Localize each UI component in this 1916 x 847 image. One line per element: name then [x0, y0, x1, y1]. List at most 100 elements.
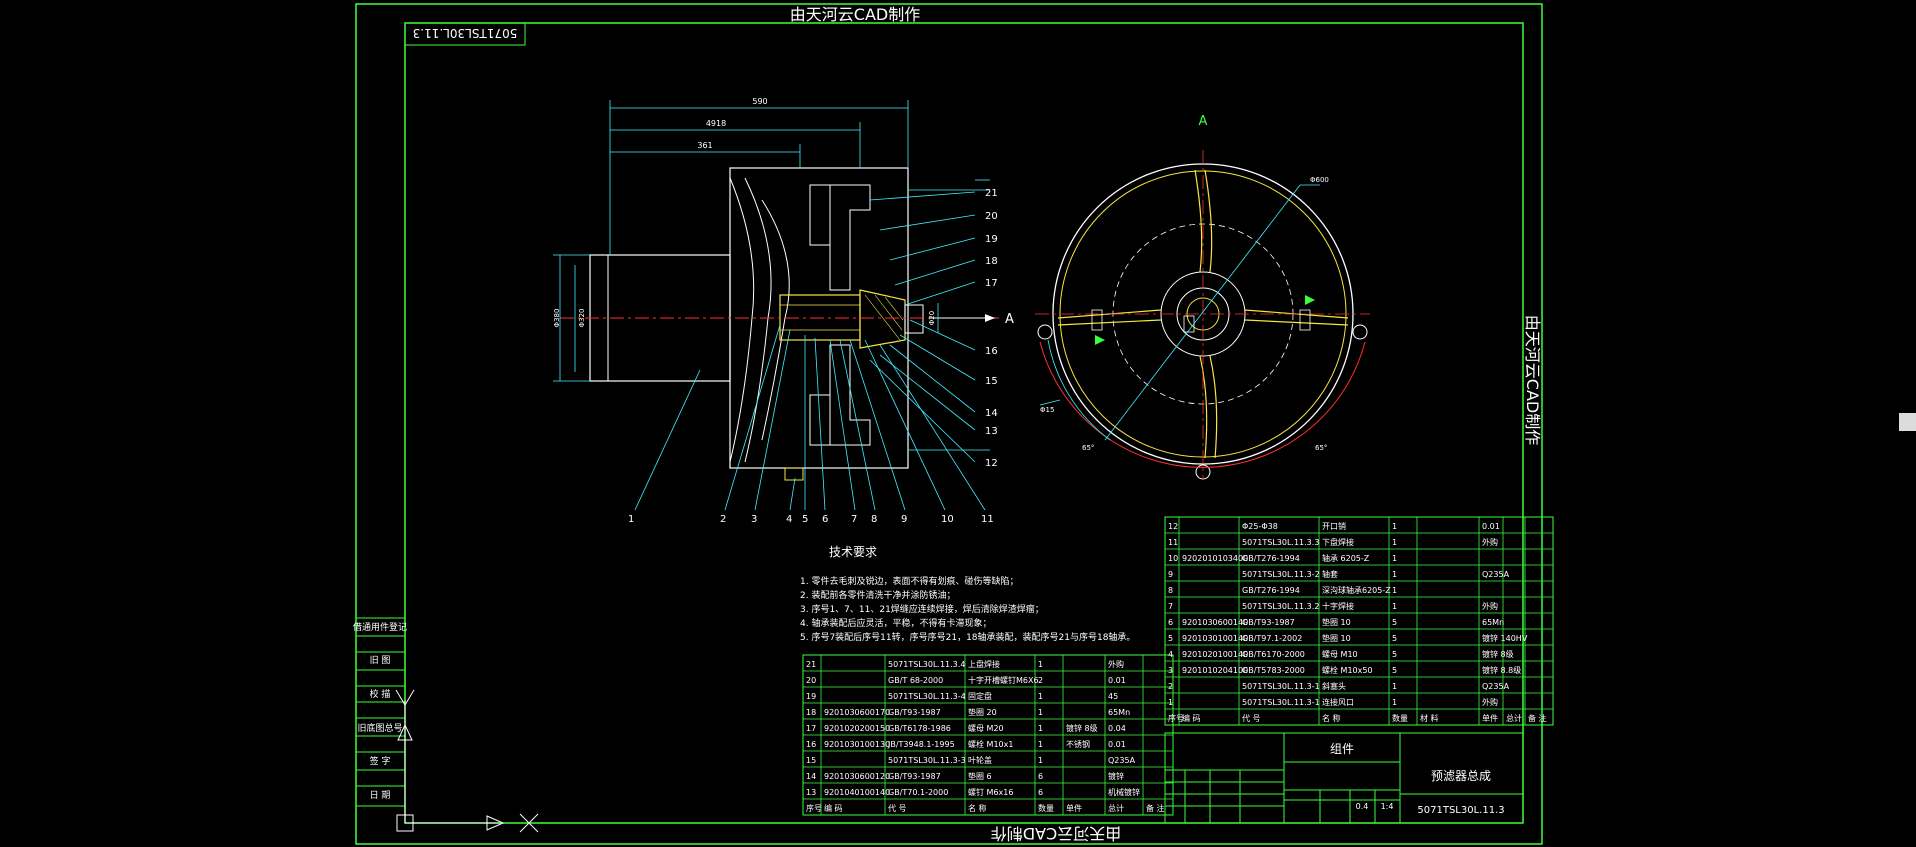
- undefined-cell: JB/T3948.1-1995: [887, 740, 955, 749]
- undefined-header-cell: 代 号: [888, 803, 907, 813]
- undefined-cell: 13: [806, 788, 816, 797]
- undefined-cell: 8: [1168, 586, 1173, 595]
- undefined-header-cell: 单件: [1066, 803, 1082, 813]
- undefined-cell: 1: [1392, 682, 1397, 691]
- balloon-1: 1: [628, 514, 634, 525]
- undefined-cell: 5071TSL30L.11.3-4: [888, 692, 966, 701]
- corner-code-box: [404, 22, 526, 46]
- undefined-header-cell: 编 码: [824, 803, 843, 813]
- watermark-right: 由天河云CAD制作: [1523, 315, 1542, 445]
- undefined-cell: 5: [1392, 634, 1397, 643]
- undefined-cell: GB/T5783-2000: [1242, 666, 1305, 675]
- undefined-cell: 2: [1038, 676, 1043, 685]
- undefined-cell: GB/T 68-2000: [888, 676, 943, 685]
- dim-65-left: 65°: [1082, 444, 1094, 452]
- undefined-header-cell: 总计: [1108, 803, 1124, 813]
- undefined-header-cell: 代 号: [1242, 713, 1261, 723]
- undefined-cell: Q235A: [1108, 756, 1136, 765]
- undefined-header-cell: 编 码: [1182, 713, 1201, 723]
- undefined-cell: 垫圈 10: [1322, 633, 1351, 643]
- left-strip-label-1: 旧 图: [370, 655, 391, 666]
- undefined-cell: 垫圈 6: [968, 771, 992, 781]
- undefined-cell: 5071TSL30L.11.3.3: [1242, 538, 1319, 547]
- undefined-cell: 外购: [1482, 601, 1498, 611]
- watermark-top: 由天河云CAD制作: [790, 5, 920, 24]
- dim-phi320: Φ320: [578, 309, 586, 328]
- undefined-cell: GB/T97.1-2002: [1242, 634, 1302, 643]
- undefined-cell: 6: [1168, 618, 1173, 627]
- undefined-cell: 1: [1038, 708, 1043, 717]
- undefined-cell: GB/T6178-1986: [888, 724, 951, 733]
- undefined-cell: 11: [1168, 538, 1178, 547]
- undefined-cell: 16: [806, 740, 816, 749]
- balloon-20: 20: [985, 211, 998, 222]
- undefined-cell: 深沟球轴承6205-Z: [1322, 585, 1391, 595]
- undefined-cell: 镀锌 140HV: [1482, 633, 1528, 643]
- undefined-cell: 5: [1168, 634, 1173, 643]
- undefined-cell: 5: [1392, 618, 1397, 627]
- balloon-17: 17: [985, 278, 998, 289]
- undefined-header-cell: 单件: [1482, 713, 1498, 723]
- balloon-12: 12: [985, 458, 998, 469]
- undefined-cell: 6: [1038, 788, 1043, 797]
- dim-phi600: Φ600: [1310, 176, 1329, 184]
- undefined-cell: 0.01: [1108, 740, 1126, 749]
- view-label: A: [1199, 114, 1208, 129]
- undefined-cell: 14: [806, 772, 816, 781]
- dim-65-right: 65°: [1315, 444, 1327, 452]
- balloon-16: 16: [985, 346, 998, 357]
- undefined-cell: 9201030600140: [1182, 618, 1248, 627]
- undefined-cell: 9201010204100: [1182, 666, 1248, 675]
- left-strip-label-5: 日 期: [370, 790, 391, 801]
- undefined-cell: 9201030100140: [1182, 634, 1248, 643]
- undefined-cell: 5071TSL30L.11.3.4: [888, 660, 965, 669]
- left-strip-label-3: 旧底图总号: [357, 722, 402, 734]
- vertical-scrollbar-thumb[interactable]: [1899, 413, 1916, 431]
- undefined-cell: 机械镀锌: [1108, 787, 1140, 797]
- balloon-7: 7: [851, 514, 857, 525]
- undefined-cell: GB/T70.1-2000: [888, 788, 948, 797]
- balloon-21: 21: [985, 188, 998, 199]
- balloon-6: 6: [822, 514, 828, 525]
- undefined-cell: 2: [1168, 682, 1173, 691]
- undefined-header-cell: 数量: [1038, 803, 1054, 813]
- undefined-cell: 镀锌 8级: [1066, 723, 1098, 733]
- undefined-cell: 9202010103400: [1182, 554, 1248, 563]
- undefined-cell: 螺栓 M10x1: [968, 739, 1013, 749]
- leaders-bottom: [634, 324, 986, 511]
- undefined-cell: 0.04: [1108, 724, 1126, 733]
- title-block-scale-a: 0.4: [1356, 802, 1369, 811]
- undefined-cell: 固定盘: [968, 691, 992, 701]
- undefined-cell: Φ25-Φ38: [1242, 522, 1278, 531]
- tech-req-title: 技术要求: [829, 545, 877, 559]
- undefined-cell: 1: [1038, 692, 1043, 701]
- undefined-cell: 18: [806, 708, 816, 717]
- undefined-cell: 45: [1108, 692, 1118, 701]
- undefined-cell: 65Mn: [1108, 708, 1130, 717]
- undefined-header-cell: 序号: [1168, 713, 1184, 723]
- undefined-cell: 9201020100140: [1182, 650, 1248, 659]
- undefined-cell: 外购: [1482, 537, 1498, 547]
- undefined-cell: 下盘焊接: [1322, 537, 1354, 547]
- undefined-cell: 0.01: [1108, 676, 1126, 685]
- undefined-cell: 1: [1392, 602, 1397, 611]
- undefined-cell: 5071TSL30L.11.3-1: [1242, 682, 1320, 691]
- section-arrow-label: A: [1005, 312, 1014, 327]
- undefined-cell: 1: [1392, 698, 1397, 707]
- undefined-cell: Q235A: [1482, 570, 1510, 579]
- ucs-icon: [395, 689, 539, 833]
- undefined-cell: GB/T276-1994: [1242, 554, 1300, 563]
- title-block-group: 组件: [1330, 742, 1354, 756]
- undefined-cell: 12: [1168, 522, 1178, 531]
- undefined-header-cell: 备 注: [1146, 803, 1165, 813]
- tech-req-item-1: 1. 零件去毛刺及锐边，表面不得有划痕、碰伤等缺陷；: [800, 575, 1018, 587]
- undefined-cell: GB/T93-1987: [888, 772, 941, 781]
- undefined-cell: 5071TSL30L.11.3-2: [1242, 570, 1320, 579]
- undefined-cell: 6: [1038, 772, 1043, 781]
- undefined-cell: 65Mn: [1482, 618, 1504, 627]
- undefined-cell: 9201020200150: [824, 724, 890, 733]
- undefined-cell: 5071TSL30L.11.3-3: [888, 756, 966, 765]
- tech-req-item-3: 3. 序号1、7、11、21焊缝应连续焊接，焊后清除焊渣焊瘤；: [800, 603, 1044, 615]
